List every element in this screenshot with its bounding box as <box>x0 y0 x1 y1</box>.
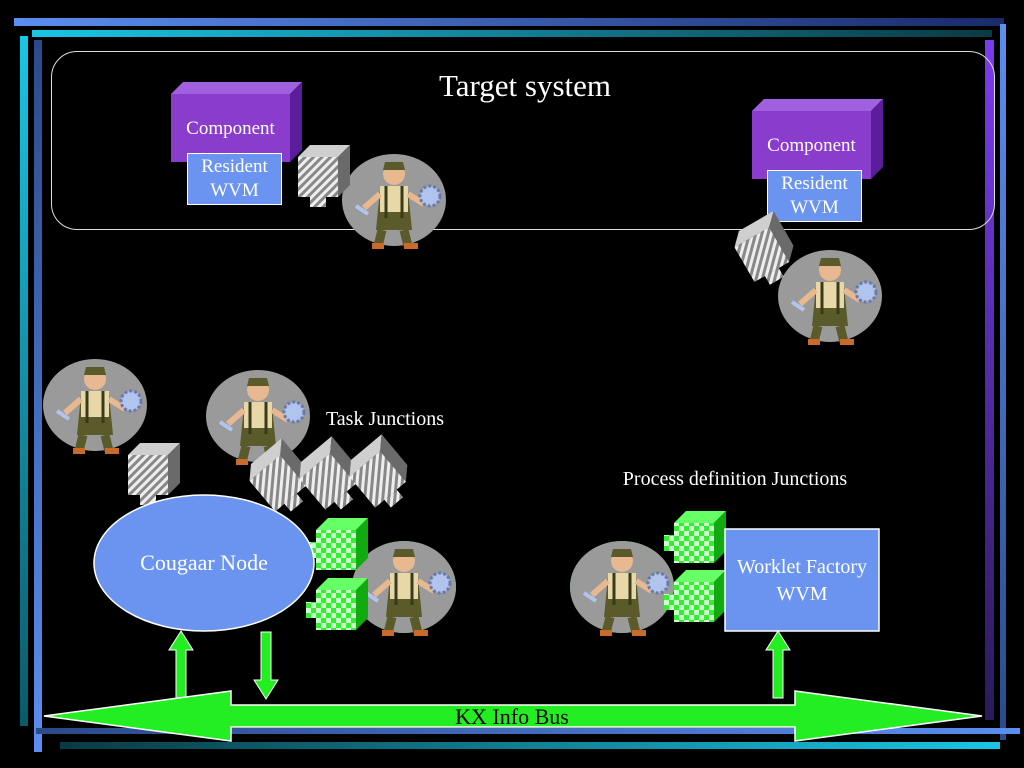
frame-right-bar-purple <box>985 40 994 720</box>
worklet-factory-box <box>724 528 880 632</box>
process-junctions-label: Process definition Junctions <box>622 468 848 490</box>
junction-icon-node <box>128 443 180 505</box>
frame-top-bar-blue <box>14 18 1004 26</box>
worker-icon-factory <box>570 541 674 633</box>
info-bus-label: KX Info Bus <box>455 704 569 729</box>
worklet-factory-label-line2: WVM <box>776 583 828 605</box>
frame-left-bar-blue <box>34 40 42 752</box>
target-system-box <box>51 51 995 230</box>
resident-wvm-1-line1: Resident <box>201 156 268 177</box>
frame-bottom-bar-blue <box>36 728 1020 734</box>
up-arrow-icon-factory <box>765 630 791 699</box>
frame-left-bar-cyan <box>20 36 28 726</box>
worker-icon-left-1 <box>43 359 147 451</box>
component-2: Component <box>752 99 883 179</box>
green-junction-icon-factory-2 <box>664 570 726 622</box>
worker-icon-target-1 <box>342 154 446 246</box>
info-bus-double-arrow <box>43 690 983 742</box>
cougaar-node-ellipse <box>93 494 315 632</box>
task-junction-icon-3 <box>341 434 422 516</box>
component-1-label: Component <box>186 118 275 139</box>
frame-top-bar-cyan <box>32 30 992 37</box>
worker-icon-left-2 <box>206 370 310 462</box>
resident-wvm-box-2: Resident WVM <box>767 170 862 222</box>
resident-wvm-box-1: Resident WVM <box>187 153 282 205</box>
green-junction-icon-node-2 <box>306 578 368 630</box>
target-system-title: Target system <box>438 68 612 103</box>
resident-wvm-2-line2: WVM <box>790 197 839 218</box>
worker-icon-target-2 <box>778 250 882 342</box>
down-arrow-icon-node <box>253 631 279 700</box>
frame-right-bar-blue <box>1000 24 1006 740</box>
resident-wvm-2-line1: Resident <box>781 173 848 194</box>
up-arrow-icon-node <box>168 630 194 699</box>
green-junction-icon-node-1 <box>306 518 368 570</box>
resident-wvm-1-line2: WVM <box>210 180 259 201</box>
component-2-label: Component <box>767 135 856 156</box>
frame-bottom-bar-cyan <box>60 742 1000 749</box>
cougaar-node-label: Cougaar Node <box>140 550 268 575</box>
green-junction-icon-factory-1 <box>664 511 726 563</box>
task-junctions-label: Task Junctions <box>325 408 445 430</box>
component-1: Component <box>171 82 302 162</box>
worklet-factory-label-line1: Worklet Factory <box>736 556 868 578</box>
worker-icon-node <box>352 541 456 633</box>
